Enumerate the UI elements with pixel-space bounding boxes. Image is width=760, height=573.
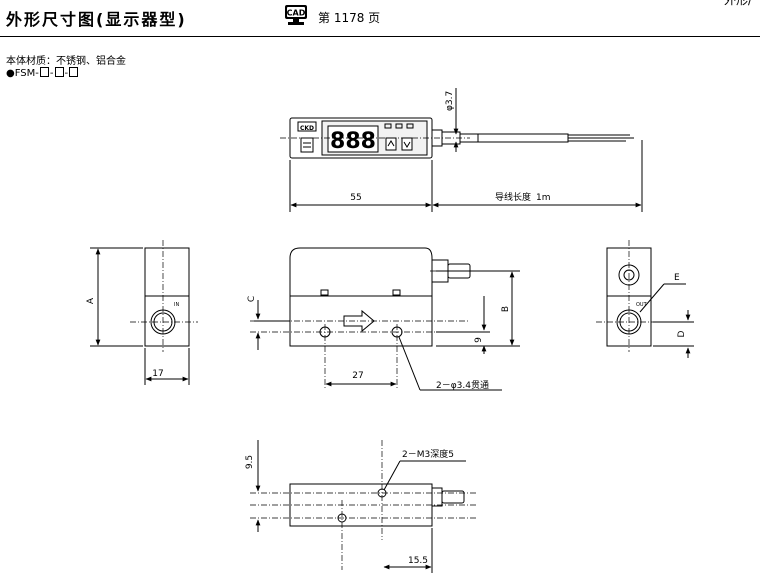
model-prefix: FSM- bbox=[14, 68, 39, 79]
header-rule bbox=[0, 36, 760, 37]
top-view: CKD 888 bbox=[280, 88, 643, 212]
model-bullet: ● bbox=[6, 68, 15, 79]
front-elevation-view bbox=[250, 247, 520, 391]
hole-spec: 2－φ3.4贯通 bbox=[436, 380, 489, 391]
dim-D: D bbox=[677, 330, 687, 337]
dim-9: 9 bbox=[474, 337, 484, 343]
model-code: ●FSM--- bbox=[6, 67, 79, 79]
in-port-label: IN bbox=[174, 302, 179, 308]
dim-B: B bbox=[501, 306, 511, 312]
out-port-label: OUT bbox=[636, 302, 648, 308]
display-digits: 888 bbox=[330, 129, 376, 154]
tap-spec: 2－M3深度5 bbox=[402, 448, 454, 460]
page-reference[interactable]: 第 1178 页 bbox=[318, 11, 381, 25]
dim-15-5: 15.5 bbox=[408, 556, 428, 566]
cad-icon[interactable]: CAD bbox=[283, 4, 309, 26]
dim-55: 55 bbox=[350, 193, 361, 203]
dim-9-5: 9.5 bbox=[245, 455, 255, 469]
cad-label: CAD bbox=[287, 9, 306, 18]
lead-length-label: 导线长度 bbox=[495, 191, 531, 203]
dim-27: 27 bbox=[352, 371, 363, 381]
dim-E: E bbox=[674, 273, 680, 283]
material-note: 本体材质：不锈钢、铝合金 bbox=[6, 56, 126, 67]
model-sep-1: - bbox=[49, 68, 54, 79]
page-title: 外形尺寸图(显示器型) bbox=[6, 10, 187, 29]
lead-length-value: 1m bbox=[536, 193, 551, 203]
dim-phi37: φ3.7 bbox=[445, 91, 455, 111]
dim-C: C bbox=[247, 296, 257, 302]
dim-17: 17 bbox=[152, 369, 163, 379]
bottom-view bbox=[250, 440, 476, 573]
ckd-logo: CKD bbox=[300, 125, 314, 132]
right-side-view: OUT bbox=[596, 240, 694, 358]
dim-A: A bbox=[86, 297, 96, 304]
left-side-view: IN bbox=[90, 240, 198, 385]
corner-label: 外形/ bbox=[724, 0, 753, 7]
model-sep-2: - bbox=[64, 68, 69, 79]
